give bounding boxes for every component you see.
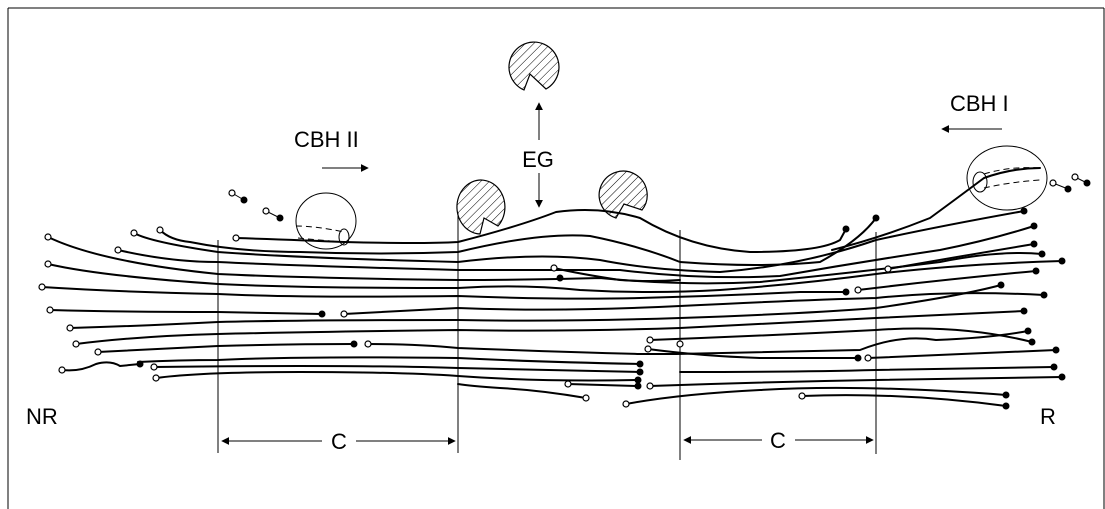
cbh1-enzyme <box>966 145 1048 211</box>
cellobiose-fragment <box>1049 179 1072 193</box>
cellulose-chain <box>679 366 1055 373</box>
cellulose-chain <box>553 267 681 282</box>
cellulose-chain <box>155 371 639 382</box>
cellulose-chain <box>625 386 1007 405</box>
crystalline-region-label: C <box>331 429 347 454</box>
eg-enzyme-bound <box>456 179 506 235</box>
cellulose-chain <box>47 236 1043 285</box>
cellulose-chain <box>647 348 859 359</box>
cellulose-chain <box>367 330 1029 355</box>
cellobiose-fragment <box>1071 173 1091 187</box>
reducing-ends <box>136 207 1066 410</box>
cellulose-chain <box>343 292 1045 315</box>
cellulose-chain <box>137 356 641 365</box>
eg-enzyme-bound <box>598 170 648 219</box>
cellobiose-fragment <box>262 207 284 222</box>
cellulose-chain <box>457 383 587 399</box>
cellulose-chain <box>117 225 1035 279</box>
cellulose-chain <box>887 243 1035 270</box>
cellulose-chain <box>567 383 639 387</box>
cellulose-chain <box>49 309 323 315</box>
cellulose-chain <box>153 365 641 373</box>
cellulose-chain <box>831 167 1041 251</box>
nonreducing-ends <box>38 226 892 408</box>
crystalline-region-label: C <box>770 428 786 453</box>
cbh2-label: CBH II <box>294 127 359 152</box>
cellulose-chain <box>133 210 1025 273</box>
cellulose-chain <box>97 343 355 353</box>
cellulose-chain <box>649 376 1063 387</box>
cellulose-chain <box>61 361 141 372</box>
cellulose-chain <box>867 349 1057 359</box>
cellulose-chain <box>649 327 1033 343</box>
nonreducing-end-label: NR <box>26 404 58 429</box>
cellulose-chain <box>41 286 847 300</box>
eg-enzyme-released <box>508 41 560 91</box>
cellulose-chain <box>69 284 1002 329</box>
cellobiose-fragment <box>228 189 248 204</box>
cellulose-chain <box>235 209 847 253</box>
cbh1-label: CBH I <box>950 91 1009 116</box>
cellulose-chain <box>159 217 877 266</box>
eg-label: EG <box>522 147 554 172</box>
cellulose-chain <box>47 260 1063 293</box>
reducing-end-label: R <box>1040 404 1056 429</box>
cellulose-chain <box>75 310 1025 345</box>
cellulose-chain <box>857 270 1037 291</box>
cellulose-chain <box>801 394 1007 407</box>
